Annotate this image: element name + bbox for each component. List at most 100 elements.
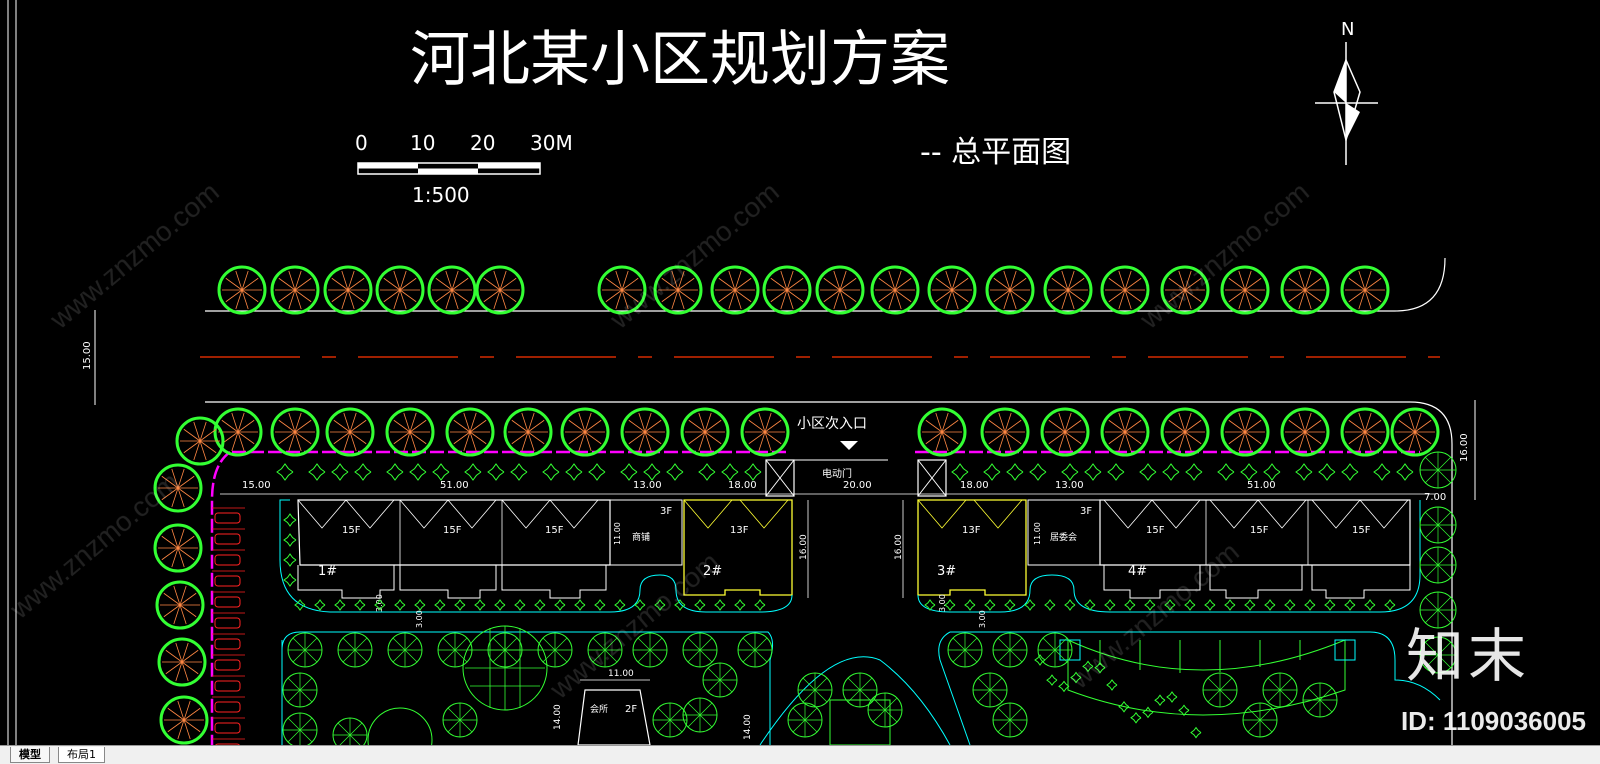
shrub-icon <box>1130 711 1142 724</box>
shrub-icon <box>1124 599 1136 611</box>
shrub-icon <box>1029 463 1047 481</box>
shrub-icon <box>1240 463 1258 481</box>
shrub-icon <box>354 599 366 611</box>
building-3: 13F 3# <box>917 499 1027 596</box>
north-arrow-icon: N <box>1315 19 1378 165</box>
tree-icon <box>762 265 812 315</box>
shrub-icon <box>1107 463 1125 481</box>
shrub-icon <box>1204 599 1216 611</box>
tab-model[interactable]: 模型 <box>10 747 50 763</box>
shrub-icon <box>1061 463 1079 481</box>
cad-drawing: 河北某小区规划方案 -- 总平面图 0 10 20 30M 1:500 N 15… <box>3 0 1476 745</box>
floor-label: 15F <box>1352 525 1371 536</box>
shrub-icon <box>1304 599 1316 611</box>
tree-icon <box>287 632 323 668</box>
shrub-icon <box>1142 706 1154 719</box>
scale-tick: 20 <box>470 131 495 155</box>
shrub-icon <box>1384 599 1396 611</box>
tree-icon <box>385 407 435 457</box>
tree-icon <box>947 632 983 668</box>
shrub-icon <box>354 463 372 481</box>
parking-stall <box>212 591 245 608</box>
tree-icon <box>270 407 320 457</box>
tree-icon <box>1160 407 1210 457</box>
tree-icon <box>980 407 1030 457</box>
dim-label: 18.00 <box>960 480 989 491</box>
watermark-site: www.znzmo.com <box>1063 536 1245 695</box>
shrub-icon <box>1139 463 1157 481</box>
shrub-icon <box>1084 463 1102 481</box>
tree-icon <box>652 702 688 738</box>
shrub-icon <box>1364 599 1376 611</box>
shrub-icon <box>1006 463 1024 481</box>
shrub-icon <box>983 463 1001 481</box>
shrub-icon <box>464 463 482 481</box>
tree-icon <box>1280 265 1330 315</box>
shrub-icon <box>1104 599 1116 611</box>
tree-icon <box>702 662 738 698</box>
shrub-icon <box>1178 704 1190 717</box>
dim-label: 11.00 <box>1033 522 1042 545</box>
shrub-icon <box>1295 463 1313 481</box>
shrub-icon <box>1217 463 1235 481</box>
tree-icon <box>1419 636 1457 674</box>
tree-icon <box>587 632 623 668</box>
shrub-icon <box>283 573 297 587</box>
watermark-site: www.znzmo.com <box>43 176 225 335</box>
shrub-icon <box>944 599 956 611</box>
tree-icon <box>282 712 318 745</box>
shrub-icon <box>283 553 297 567</box>
garden-path <box>1067 639 1346 716</box>
tree-icon <box>337 632 373 668</box>
scale-tick: 30M <box>530 131 573 155</box>
building-1: 15F 15F 15F 1# <box>297 499 611 599</box>
tree-icon <box>157 637 207 687</box>
watermark-site: www.znzmo.com <box>543 546 725 705</box>
tree-icon <box>1100 265 1150 315</box>
dim-label: 16.00 <box>894 534 904 560</box>
shrub-icon <box>1046 674 1058 686</box>
shrub-icon <box>409 463 427 481</box>
shrub-icon <box>634 599 646 611</box>
shrub-icon <box>1244 599 1256 611</box>
parking-stall <box>212 738 245 745</box>
scale-tick: 10 <box>410 131 435 155</box>
tree-icon <box>175 416 225 466</box>
tree-group <box>153 265 1457 745</box>
shrub-icon <box>334 599 346 611</box>
scale-tick: 0 <box>355 131 368 155</box>
parking-stall <box>212 528 245 545</box>
green-boundary <box>279 499 793 613</box>
garden-square <box>1334 639 1356 661</box>
dim-label: 3.00 <box>978 610 987 628</box>
tree-icon <box>153 463 203 513</box>
drawing-subtitle: -- 总平面图 <box>920 135 1071 170</box>
floor-label: 15F <box>545 525 564 536</box>
shrub-icon <box>1166 691 1178 703</box>
shrub-icon <box>494 599 506 611</box>
tree-icon <box>870 265 920 315</box>
shrub-icon <box>1224 599 1236 611</box>
dim-label: 14.00 <box>743 714 753 740</box>
shrub-icon <box>674 599 686 611</box>
tree-icon <box>842 672 878 708</box>
shrub-icon <box>283 533 297 547</box>
shrub-icon <box>1058 680 1070 693</box>
shrub-icon <box>331 463 349 481</box>
shrub-icon <box>721 463 739 481</box>
tree-icon <box>437 632 473 668</box>
tree-icon <box>270 265 320 315</box>
tab-layout1[interactable]: 布局1 <box>58 747 105 763</box>
floor-label: 15F <box>443 525 462 536</box>
dim-label: 16.00 <box>1459 433 1470 462</box>
tree-icon <box>427 265 477 315</box>
green-boundary <box>300 631 774 745</box>
shrub-icon <box>374 599 386 611</box>
dim-label: 3.00 <box>375 594 384 612</box>
tree-icon <box>1419 546 1457 584</box>
green-boundary <box>950 631 1441 701</box>
tree-icon <box>332 717 368 745</box>
tree-icon <box>1280 407 1330 457</box>
building-id: 2# <box>703 564 722 579</box>
shrub-icon <box>964 599 976 611</box>
